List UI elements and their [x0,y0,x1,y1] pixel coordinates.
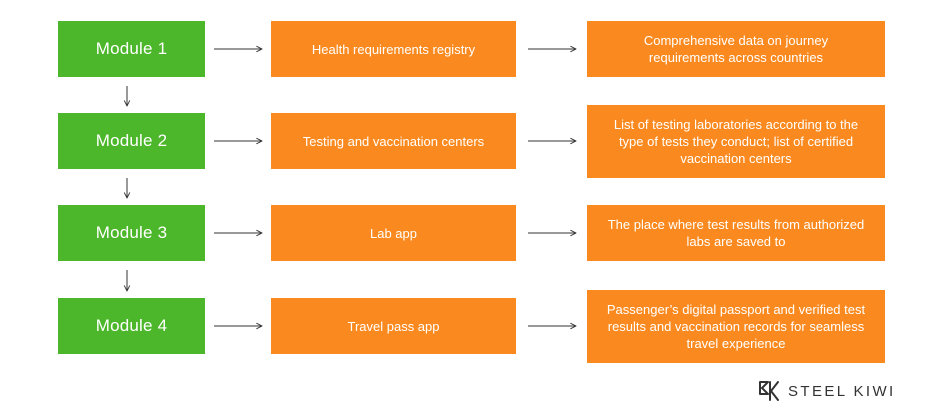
component-4-box: Travel pass app [271,298,516,354]
description-1-box: Comprehensive data on journey requiremen… [587,21,885,77]
description-4-box: Passenger’s digital passport and verifie… [587,290,885,363]
description-4-text: Passenger’s digital passport and verifie… [606,302,866,351]
module-1-label: Module 1 [95,39,168,58]
component-3-box: Lab app [271,205,516,261]
module-4-label: Module 4 [95,316,168,335]
brand-logo: STEEL KIWI [758,380,896,402]
module-2-label: Module 2 [95,131,168,150]
steel-kiwi-logo-icon [759,381,779,401]
module-3-box: Module 3 [58,205,205,261]
description-3-box: The place where test results from author… [587,205,885,261]
component-1-label: Health requirements registry [311,41,476,57]
description-2-text: List of testing laboratories according t… [613,117,859,166]
component-2-box: Testing and vaccination centers [271,113,516,169]
description-1-text: Comprehensive data on journey requiremen… [643,33,829,65]
module-1-box: Module 1 [58,21,205,77]
component-1-box: Health requirements registry [271,21,516,77]
description-2-box: List of testing laboratories according t… [587,105,885,178]
component-3-label: Lab app [370,225,417,241]
module-2-box: Module 2 [58,113,205,169]
module-4-box: Module 4 [58,298,205,354]
component-4-label: Travel pass app [347,318,440,334]
component-2-label: Testing and vaccination centers [302,133,485,149]
description-3-text: The place where test results from author… [607,217,865,249]
module-3-label: Module 3 [95,223,168,242]
logo-text: STEEL KIWI [788,382,896,400]
